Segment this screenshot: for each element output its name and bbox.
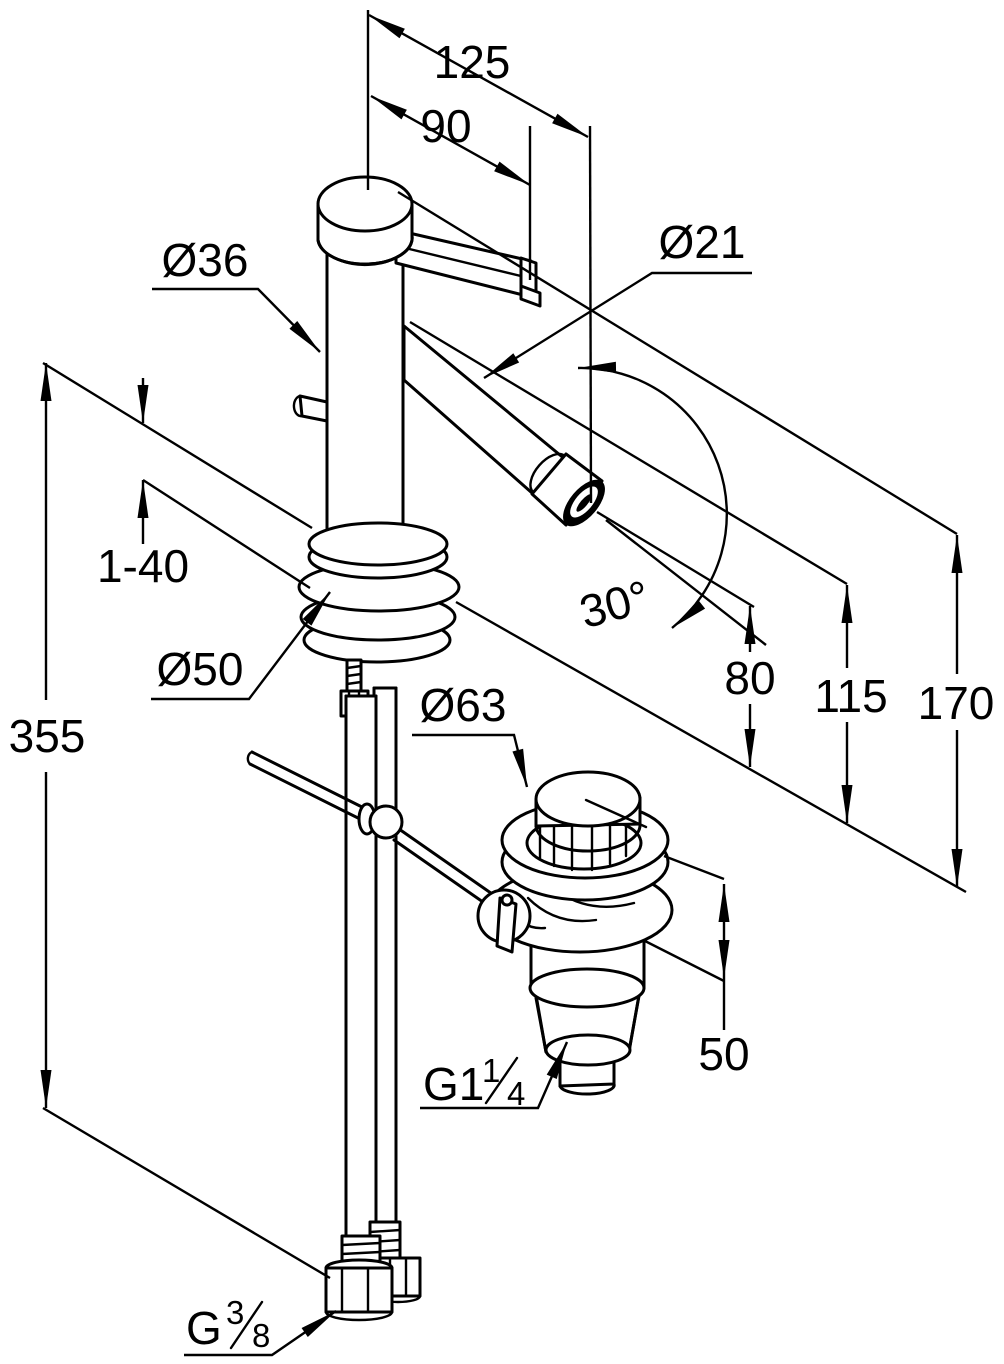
leader-dia21 [483,271,752,380]
dim-line-125 [368,13,589,139]
ray-hose-end [42,1106,331,1280]
pop-up-rod [246,750,500,911]
deck-ray-left-top [42,361,313,530]
g38-denominator: 8 [252,1317,270,1354]
dim-ref-50-bottom [644,939,725,983]
leader-dia63 [412,733,529,788]
angle-arc-30 [577,361,728,629]
dimension-labels: 125 90 Ø36 Ø21 1-40 Ø50 30° 80 115 170 3… [9,36,995,1354]
leader-dia36 [152,287,321,353]
dim-label-angle30: 30° [574,570,655,638]
dim-label-clamp-range: 1-40 [97,540,189,592]
dim-label-115: 115 [814,670,887,722]
drain-assembly [476,770,674,1096]
dim-label-90: 90 [420,100,471,152]
handle-cap-top [316,175,414,233]
g114-fraction-slash [484,1056,519,1105]
ext-line-spout-outlet [588,125,593,504]
faucet-body [292,243,405,544]
dim-label-dia36: Ø36 [162,234,249,286]
rod-ball-joint [368,804,404,840]
thread-label-g114: G1 1 4 [423,1052,525,1112]
deck-ray-left-bottom [142,478,311,590]
g114-base: G1 [423,1058,484,1110]
dim-label-170: 170 [918,677,995,729]
limiter-pin [298,394,329,423]
leader-g38 [184,1310,337,1357]
leader-dia50 [151,591,331,701]
dimension-lines [40,10,967,1357]
g38-numerator: 3 [226,1294,244,1331]
handle-lever [316,175,542,308]
dim-label-dia50: Ø50 [157,643,244,695]
leader-g114 [420,1041,569,1110]
dim-label-50: 50 [698,1028,749,1080]
spout [402,324,605,527]
base-mount-stack [297,521,461,718]
dim-line-90 [370,94,531,187]
deck-ray-right [455,600,967,894]
dim-label-dia21: Ø21 [659,216,746,268]
ray-body-top [409,320,848,586]
dim-label-80: 80 [724,652,775,704]
supply-pipes [324,686,422,1322]
dim-label-dia63: Ø63 [420,679,507,731]
g114-numerator: 1 [482,1052,500,1089]
thread-label-g38: G 3 8 [186,1294,270,1354]
g38-nut-left [324,1266,394,1314]
dim-label-125: 125 [434,36,511,88]
dim-ref-50-top [663,854,725,881]
g38-base: G [186,1302,222,1354]
g38-fraction-slash [229,1300,264,1350]
g114-denominator: 4 [507,1075,525,1112]
dim-label-355: 355 [9,710,86,762]
